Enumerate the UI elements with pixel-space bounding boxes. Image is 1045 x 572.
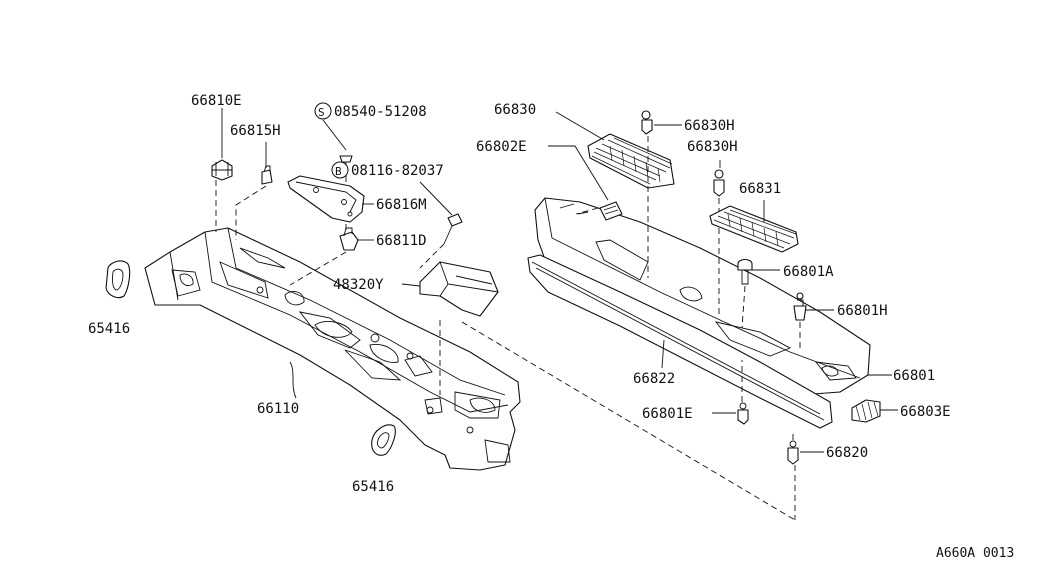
leader-66110 [289,361,297,399]
label-48320Y: 48320Y [333,277,384,293]
bolt-08116-82037 [443,213,463,245]
label-66830H-top: 66830H [684,118,735,134]
label-66110: 66110 [257,401,299,417]
bracket-66816M [287,175,365,223]
clip-66820 [787,440,799,465]
cowl-top-panel-66110 [144,227,521,471]
bracket-66802E [599,201,623,221]
label-66816M: 66816M [376,197,427,213]
s-mark-label: S [318,106,325,119]
clip-66801H [793,292,807,321]
clip-66830H-top [641,110,653,135]
label-65416-left: 65416 [88,321,130,337]
label-66801H: 66801H [837,303,888,319]
pad-66830 [587,133,675,189]
label-66830H-second: 66830H [687,139,738,155]
label-66803E: 66803E [900,404,951,420]
label-66815H: 66815H [230,123,281,139]
label-66811D: 66811D [376,233,427,249]
label-08116-82037: 08116-82037 [351,163,444,179]
label-66810E: 66810E [191,93,242,109]
label-66822: 66822 [633,371,675,387]
pad-66831 [709,205,799,253]
clip-66801E [737,402,749,425]
label-65416-bottom: 65416 [352,479,394,495]
diagram-reference-id: A660A 0013 [936,546,1014,561]
label-66820: 66820 [826,445,868,461]
clip-66811D [339,227,359,251]
label-66801A: 66801A [783,264,834,280]
b-mark-icon [331,161,349,179]
seal-strip-66822 [527,254,833,429]
label-08540-51208: 08540-51208 [334,104,427,120]
b-mark-label: B [335,165,342,178]
clip-66815H [261,165,273,185]
grommet-65416-left [105,260,131,299]
s-mark-icon [314,102,332,120]
label-66830: 66830 [494,102,536,118]
cowl-grille-66801 [534,197,871,396]
duct-48320Y [419,261,499,317]
label-66801E: 66801E [642,406,693,422]
block-66803E [851,399,881,423]
label-66802E: 66802E [476,139,527,155]
label-66801: 66801 [893,368,935,384]
clip-66830H-second [713,169,725,197]
clip-66810E [211,159,233,181]
grommet-65416-bottom [371,424,396,456]
screw-66801A [737,258,753,285]
label-66831: 66831 [739,181,781,197]
